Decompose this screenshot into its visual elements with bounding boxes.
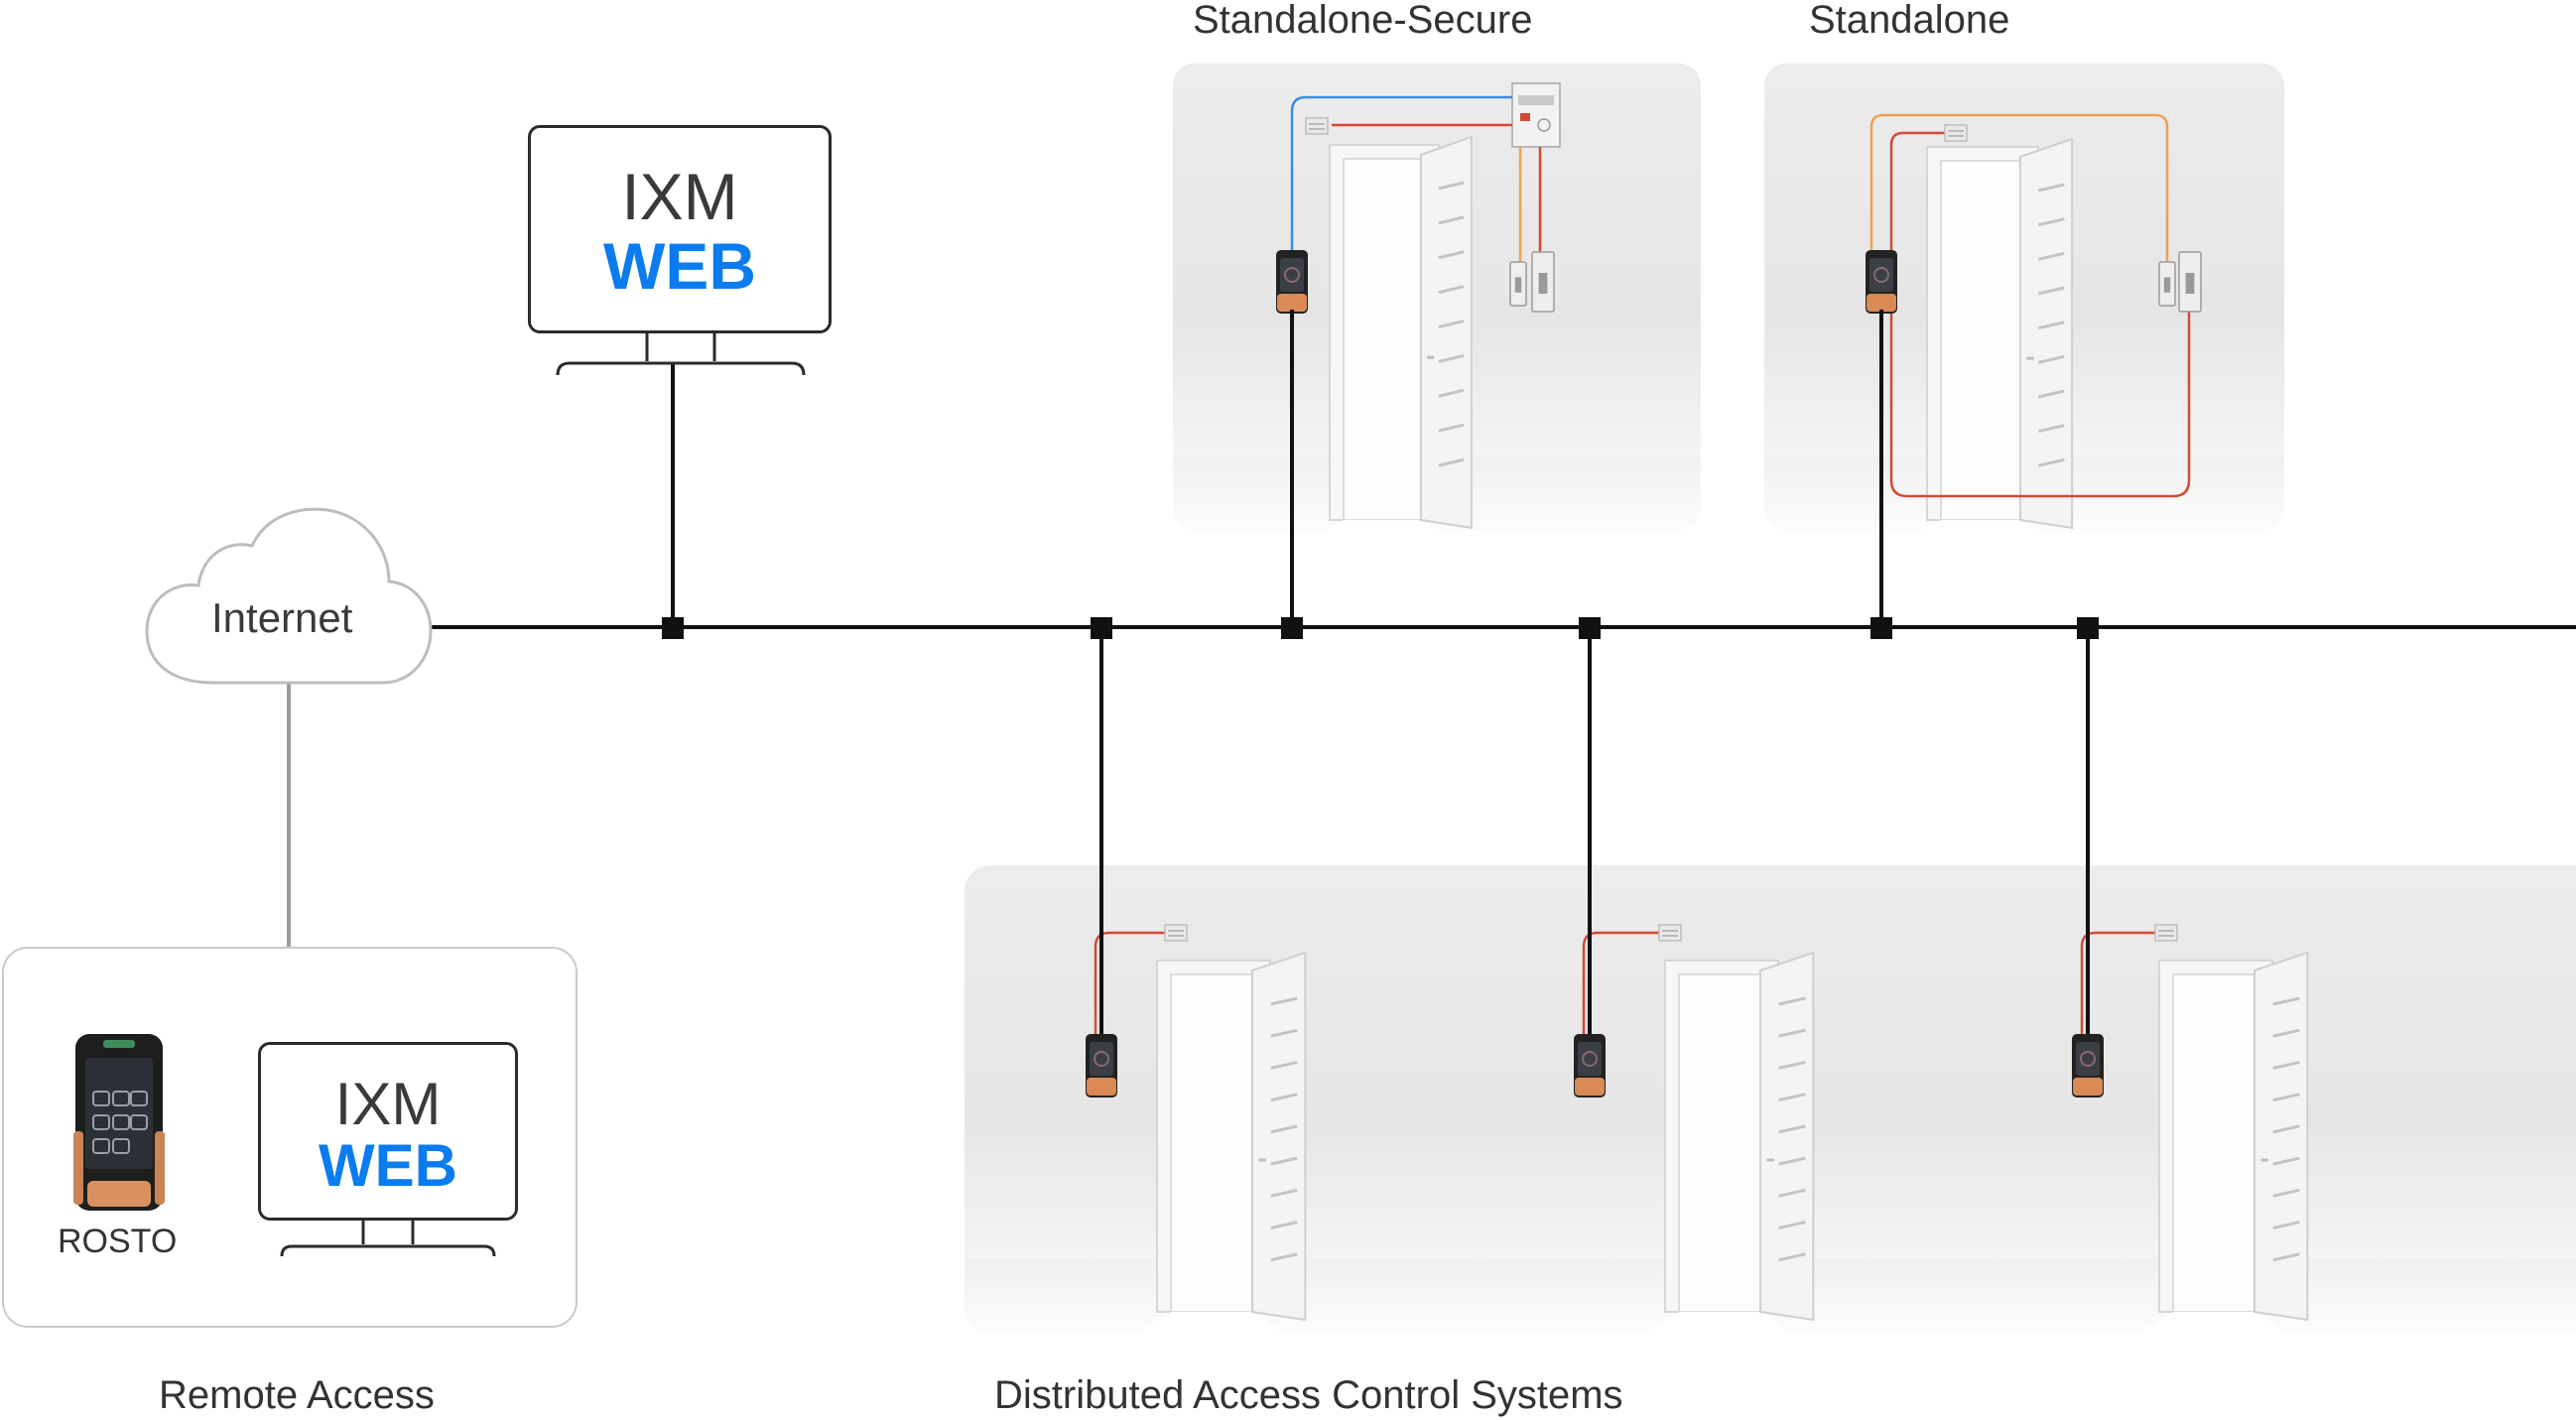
ixm-web-monitor-remote: IXM WEB (258, 1042, 518, 1221)
standalone-title: Standalone (1809, 0, 2010, 42)
monitor-stand-top (556, 331, 806, 375)
exit-button-icon (2178, 251, 2202, 313)
biometric-reader-icon (1866, 250, 1897, 314)
biometric-reader-icon (1574, 1034, 1606, 1097)
internet-label: Internet (211, 594, 353, 641)
monitor-web-text: WEB (319, 1132, 457, 1199)
wire (1869, 113, 2169, 274)
lock-sensor-icon (1305, 117, 1329, 135)
rosto-device (73, 1034, 165, 1211)
monitor-web-text: WEB (603, 229, 756, 303)
exit-button-icon (1509, 261, 1527, 307)
remote-access-title: Remote Access (159, 1373, 435, 1417)
lock-sensor-icon (1658, 924, 1682, 942)
wire (1889, 131, 1945, 252)
monitor-ixm-text: IXM (621, 160, 738, 233)
junction-node (662, 617, 684, 639)
lock-sensor-icon (2154, 924, 2178, 942)
distributed-panel (965, 865, 2576, 1334)
wire (1889, 298, 2191, 498)
biometric-reader-icon (2072, 1034, 2104, 1097)
biometric-reader-icon (1276, 250, 1308, 314)
wire (1582, 931, 1659, 1034)
standalone-secure-title: Standalone-Secure (1193, 0, 1533, 42)
wire (2080, 931, 2155, 1034)
cloud-icon (145, 507, 433, 685)
lock-sensor-icon (1164, 924, 1188, 942)
distributed-scene (1086, 924, 2309, 1334)
wire (1094, 931, 1165, 1034)
open-door-icon (1327, 135, 1473, 530)
monitor-ixm-text: IXM (334, 1071, 442, 1137)
standalone-secure-panel (1173, 64, 1701, 530)
exit-button-icon (1531, 251, 1555, 313)
junction-node (2077, 617, 2099, 639)
distributed-title: Distributed Access Control Systems (994, 1373, 1623, 1417)
rosto-label: ROSTO (58, 1223, 178, 1260)
ixm-web-monitor-top: IXM WEB (528, 125, 832, 333)
junction-node (1091, 617, 1112, 639)
open-door-icon (1134, 951, 1307, 1334)
junction-node (1579, 617, 1601, 639)
open-door-icon (1924, 137, 2074, 530)
junction-node (1281, 617, 1303, 639)
wire (1290, 95, 1512, 310)
junction-node (1870, 617, 1892, 639)
open-door-icon (1642, 951, 1815, 1334)
open-door-icon (2136, 951, 2309, 1334)
standalone-panel (1764, 64, 2284, 530)
standalone-scene (1866, 113, 2202, 530)
controller-box-icon (1511, 82, 1561, 148)
monitor-stand-remote (280, 1219, 496, 1256)
biometric-reader-icon (1086, 1034, 1117, 1097)
exit-button-icon (2158, 261, 2176, 307)
standalone-secure-scene (1276, 82, 1561, 530)
lock-sensor-icon (1944, 124, 1968, 142)
